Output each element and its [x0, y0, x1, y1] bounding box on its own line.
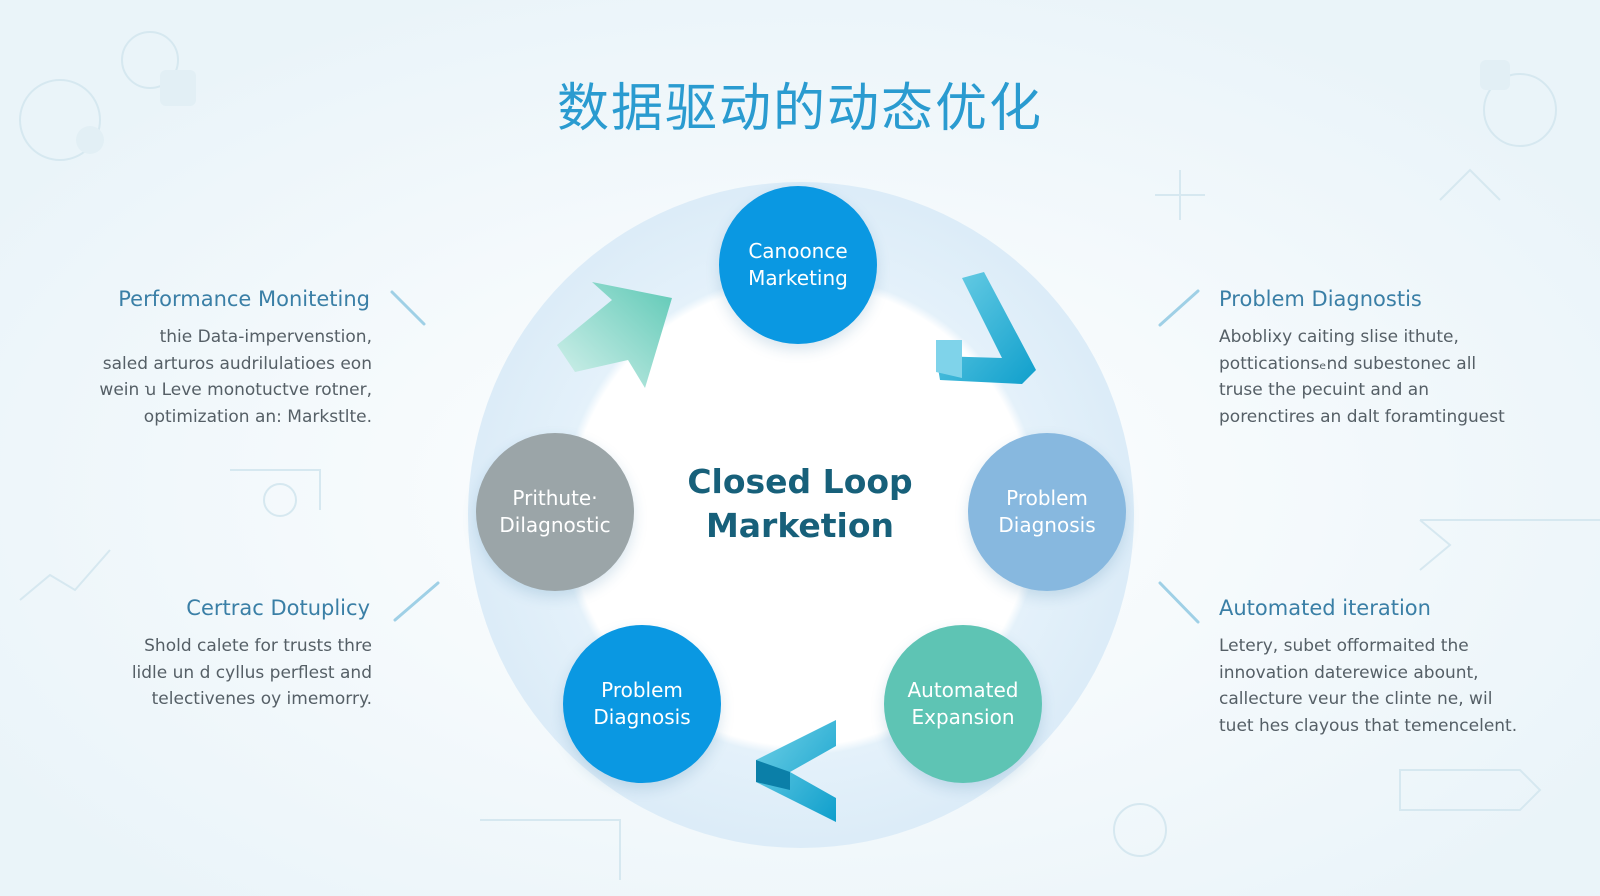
panel-bottom-left-text: Shold calete for trusts thre lidle un d …: [131, 636, 372, 709]
node-right[interactable]: Problem Diagnosis: [968, 433, 1126, 591]
arrow-bottom-icon: [756, 720, 836, 822]
panel-bottom-left-title: Certrac Dotuplicy: [186, 596, 370, 620]
panel-bottom-right-title: Automated iteration: [1219, 596, 1431, 620]
arrow-top-right-icon: [936, 272, 1036, 384]
page-title: 数据驱动的动态优化: [556, 79, 1043, 139]
arrow-top-left-icon: [557, 282, 672, 388]
connector-tick: [1158, 581, 1200, 624]
node-top[interactable]: Canoonce Marketing: [719, 186, 877, 344]
connector-tick: [1158, 289, 1200, 327]
center-label-line2: Marketion: [705, 506, 895, 545]
panel-top-right-text: Aboblixy caiting slise ithute, potticati…: [1219, 327, 1505, 427]
center-label: Closed Loop Marketion: [640, 460, 960, 548]
node-bottom-right-label: Automated Expansion: [907, 678, 1019, 729]
node-left[interactable]: Prithute· Dilagnostic: [476, 433, 634, 591]
panel-top-left-title: Performance Moniteting: [118, 287, 370, 311]
node-bottom-right[interactable]: Automated Expansion: [884, 625, 1042, 783]
node-left-label: Prithute· Dilagnostic: [499, 486, 611, 537]
panel-top-left-text: thie Data-impervenstion, saled arturos a…: [99, 327, 372, 427]
panel-top-right-title: Problem Diagnostis: [1219, 287, 1422, 311]
node-bottom-left-label: Problem Diagnosis: [593, 678, 691, 729]
node-right-label: Problem Diagnosis: [998, 486, 1096, 537]
node-top-label: Canoonce Marketing: [748, 239, 848, 290]
panel-bottom-right-text: Letery, subet offormaited the innovation…: [1219, 636, 1518, 736]
connector-tick: [390, 290, 426, 326]
center-label-line1: Closed Loop: [687, 462, 913, 501]
connector-tick: [393, 581, 440, 622]
node-bottom-left[interactable]: Problem Diagnosis: [563, 625, 721, 783]
